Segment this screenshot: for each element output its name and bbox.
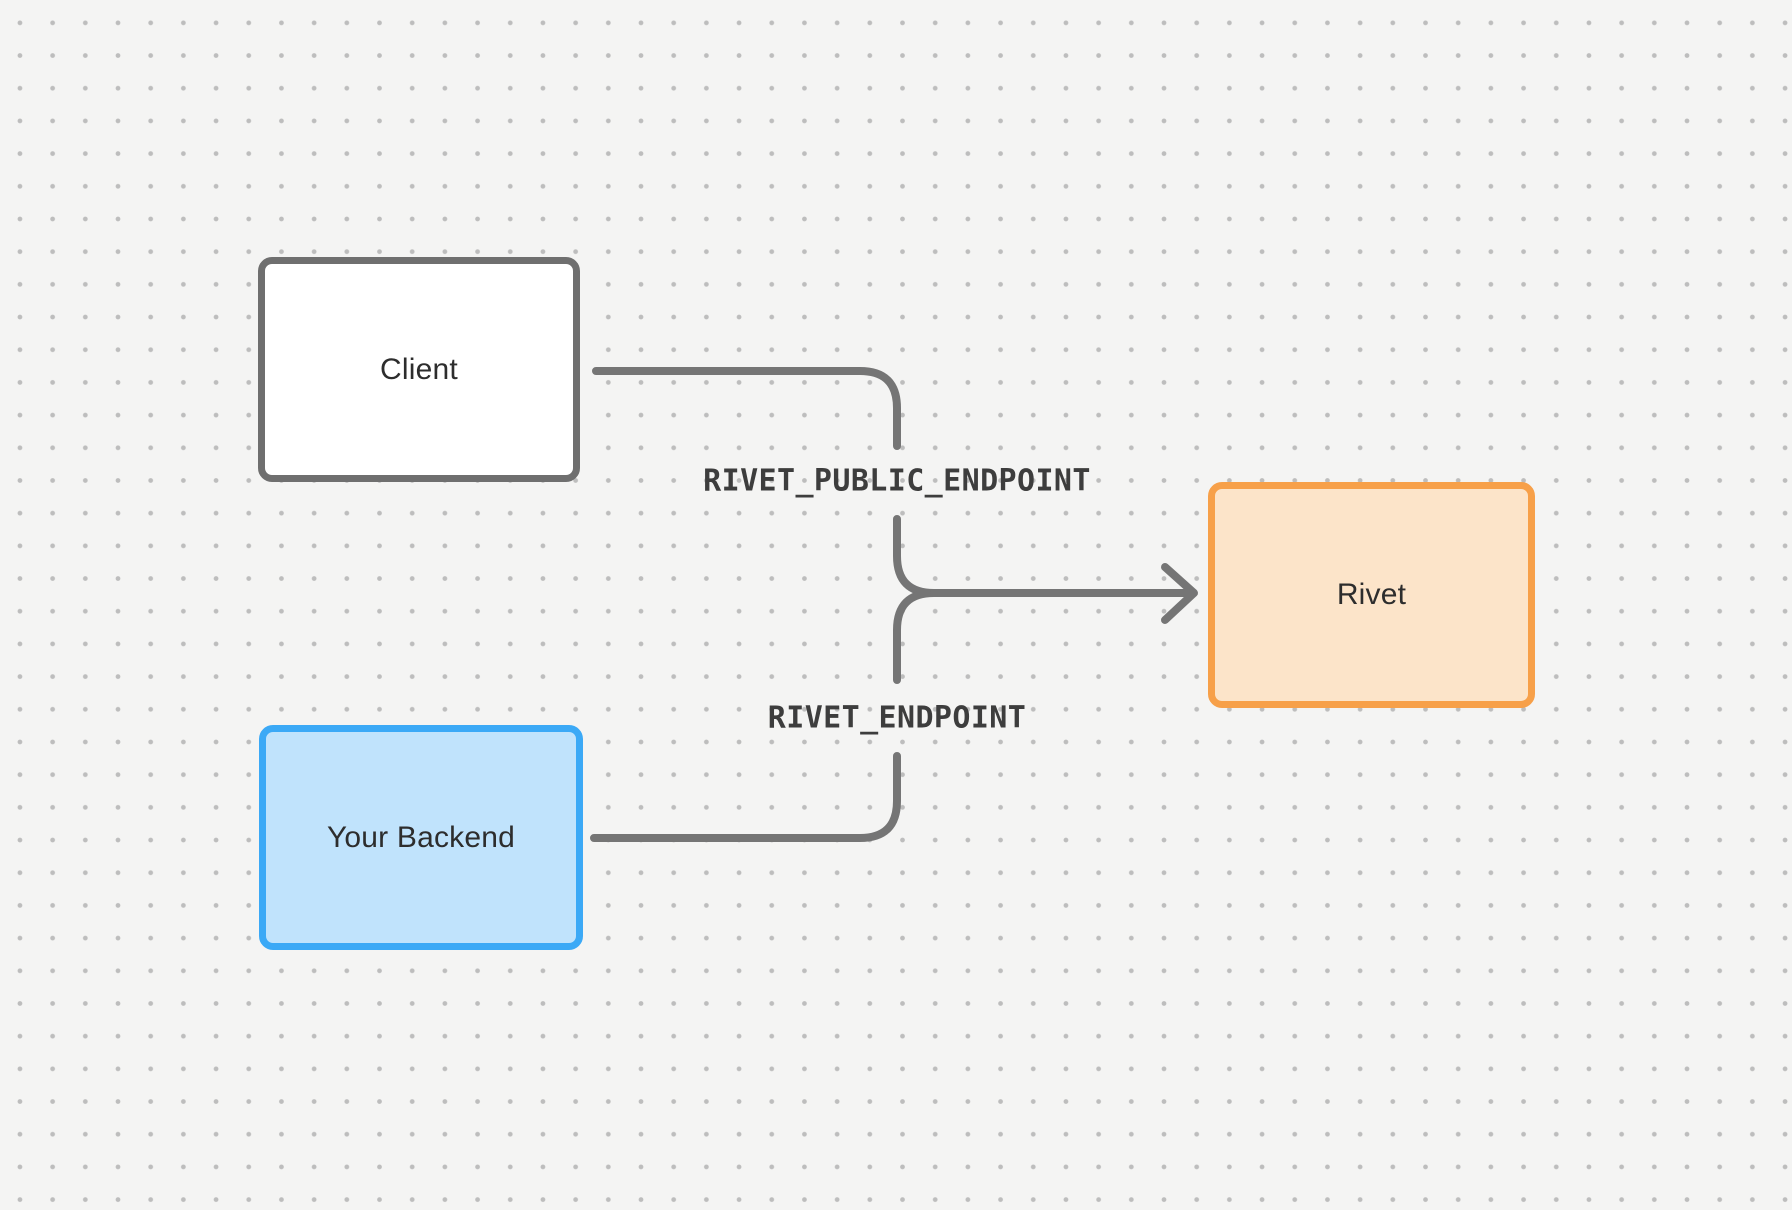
node-client[interactable]: Client — [258, 257, 580, 482]
edge-label-rivet-public-endpoint: RIVET_PUBLIC_ENDPOINT — [703, 463, 1091, 499]
node-your-backend[interactable]: Your Backend — [259, 725, 583, 950]
arrowhead-icon — [1161, 563, 1198, 624]
node-rivet-label: Rivet — [1336, 578, 1407, 611]
edge-label-rivet-endpoint: RIVET_ENDPOINT — [767, 700, 1027, 736]
node-client-label: Client — [380, 352, 458, 386]
node-rivet[interactable]: Rivet — [1208, 482, 1535, 708]
node-your-backend-label: Your Backend — [326, 820, 516, 854]
